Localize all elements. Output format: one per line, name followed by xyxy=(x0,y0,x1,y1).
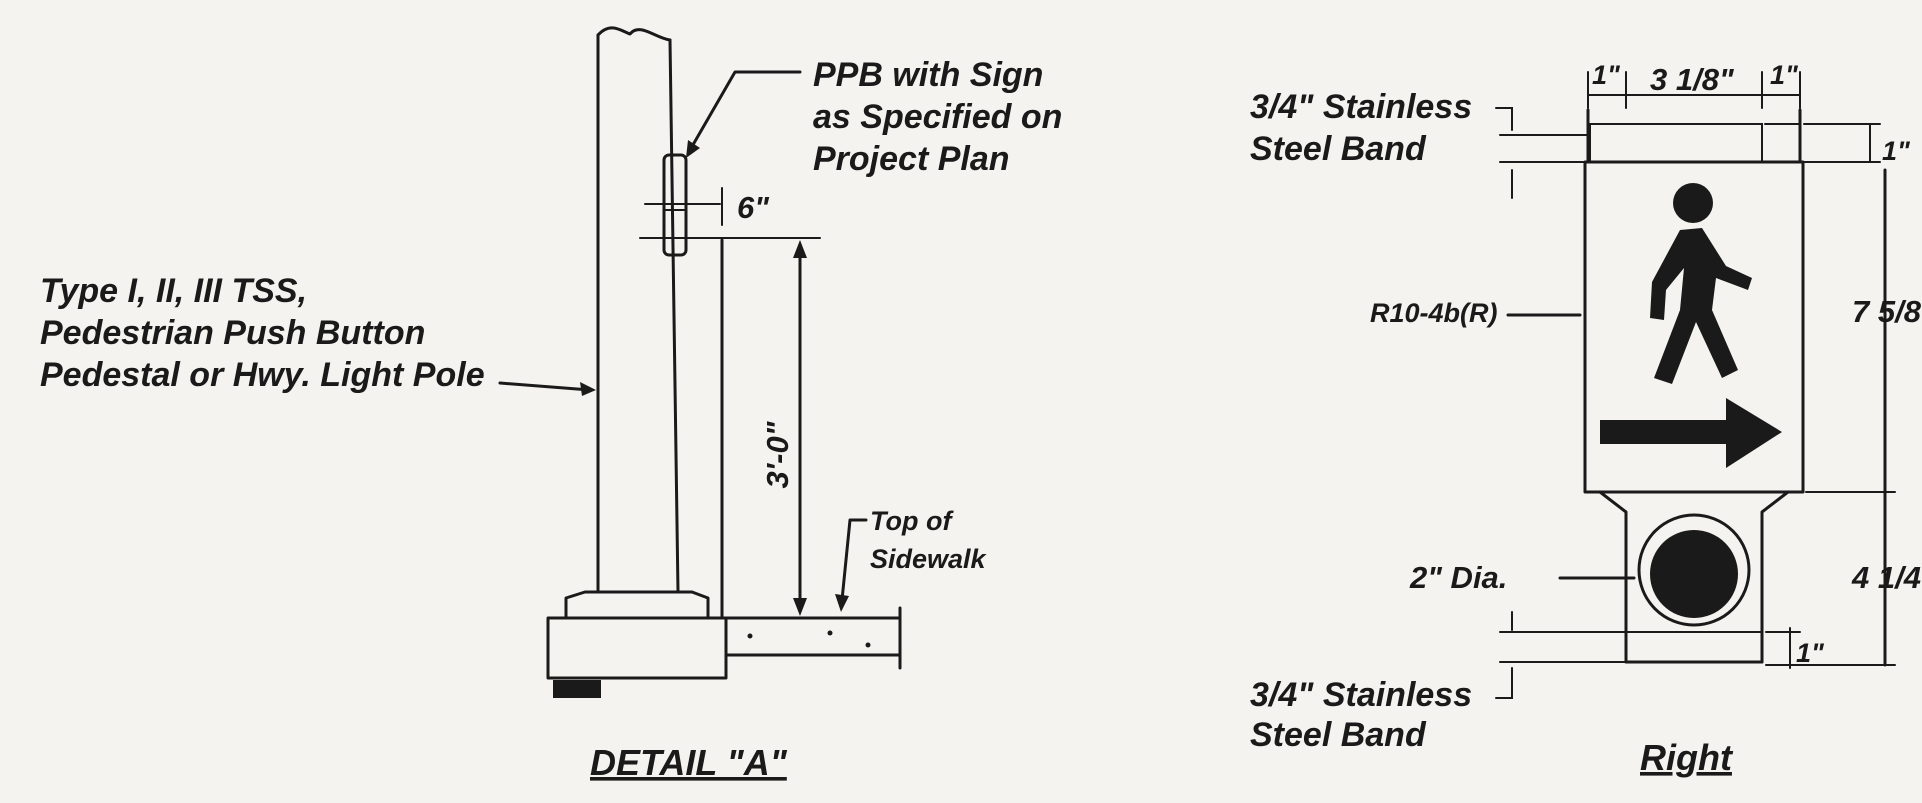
width-left-label: 1" xyxy=(1592,60,1621,90)
detail-a-caption: DETAIL "A" xyxy=(590,742,788,783)
button-height-label: 4 1/4" xyxy=(1851,560,1922,595)
width-dimensions: 1" 3 1/8" 1" xyxy=(1587,60,1801,109)
sign-panel xyxy=(1583,160,1805,494)
bottom-band-label: 3/4" Stainless Steel Band xyxy=(1250,676,1482,754)
ppb-arrowhead xyxy=(686,140,700,158)
width-mid-label: 3 1/8" xyxy=(1650,62,1735,97)
top-band-leader xyxy=(1495,107,1589,199)
pole-label-line-1: Type I, II, III TSS, xyxy=(40,272,307,310)
bottom-gap-label: 1" xyxy=(1796,638,1825,668)
height-dimension: 3'-0" xyxy=(639,237,821,616)
top-gap-dimension: 1" xyxy=(1803,123,1911,166)
sign-detail-caption: Right xyxy=(1640,737,1734,778)
sidewalk-label-line-2: Sidewalk xyxy=(870,544,988,574)
pole-label-leader xyxy=(498,381,592,392)
offset-dimension-label: 6" xyxy=(737,190,770,225)
ppb-label: PPB with Sign as Specified on Project Pl… xyxy=(813,56,1072,178)
sidewalk-label-line-1: Top of xyxy=(870,506,954,536)
top-band-label-line-1: 3/4" Stainless xyxy=(1250,88,1472,126)
bottom-gap-dimension: 1" xyxy=(1765,627,1825,669)
detail-a: Type I, II, III TSS, Pedestrian Push But… xyxy=(40,26,1072,783)
bottom-band-label-line-1: 3/4" Stainless xyxy=(1250,676,1472,714)
pole-label-line-2: Pedestrian Push Button xyxy=(40,314,425,352)
button-housing xyxy=(1598,490,1790,664)
pole-base xyxy=(546,590,728,698)
bottom-band-label-line-2: Steel Band xyxy=(1250,716,1427,754)
sign-height-dimension: 7 5/8" xyxy=(1805,168,1922,667)
sidewalk xyxy=(724,606,902,670)
height-dimension-label: 3'-0" xyxy=(760,420,795,488)
ppb-label-line-1: PPB with Sign xyxy=(813,56,1043,94)
top-band xyxy=(1586,108,1802,164)
sign-height-label: 7 5/8" xyxy=(1852,294,1922,329)
bottom-band-leader xyxy=(1495,611,1627,699)
sidewalk-leader xyxy=(840,518,868,602)
right-arrow-icon xyxy=(1600,398,1782,468)
button-height-dimension: 4 1/4" xyxy=(1765,560,1922,666)
pedestrian-walking-icon xyxy=(1650,183,1752,384)
top-band-label: 3/4" Stainless Steel Band xyxy=(1250,88,1482,168)
ppb-label-line-2: as Specified on xyxy=(813,98,1062,136)
sidewalk-label: Top of Sidewalk xyxy=(870,506,988,574)
ppb-label-line-3: Project Plan xyxy=(813,140,1010,178)
width-right-label: 1" xyxy=(1770,60,1799,90)
top-gap-label: 1" xyxy=(1882,136,1911,166)
pole-label-line-3: Pedestal or Hwy. Light Pole xyxy=(40,356,485,394)
pole xyxy=(596,26,680,594)
ppb-leader xyxy=(688,70,802,152)
sign-detail: 1" 3 1/8" 1" 1" 7 5/8" 4 1/4" 1" xyxy=(1250,60,1922,778)
push-button-icon xyxy=(1637,513,1751,627)
pole-label: Type I, II, III TSS, Pedestrian Push But… xyxy=(40,272,485,394)
button-dia-label: 2" Dia. xyxy=(1409,560,1507,595)
sign-code-label: R10-4b(R) xyxy=(1370,298,1498,328)
top-band-label-line-2: Steel Band xyxy=(1250,130,1427,168)
offset-dimension: 6" xyxy=(644,187,770,620)
sidewalk-arrowhead xyxy=(835,594,849,612)
pole-label-arrowhead xyxy=(580,382,596,396)
